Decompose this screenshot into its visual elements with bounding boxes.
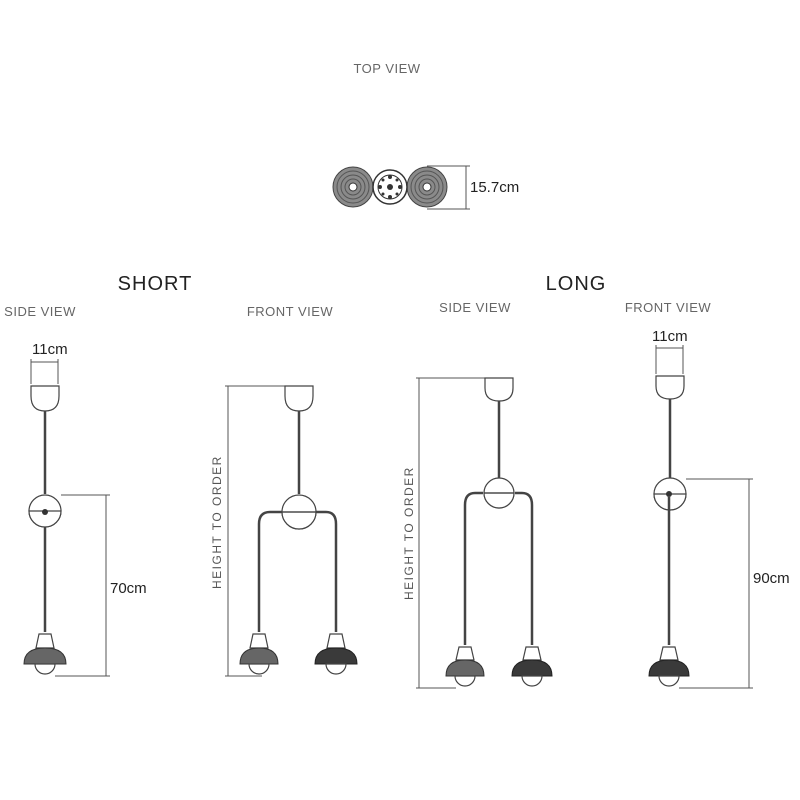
top-view-canopy — [372, 169, 408, 205]
short-side-view-drawing — [23, 359, 110, 677]
long-canopy-width-value: 11cm — [652, 328, 688, 345]
short-canopy-width-value: 11cm — [32, 341, 68, 358]
top-view-left-shade — [332, 166, 374, 208]
short-height-label: HEIGHT TO ORDER — [210, 455, 224, 589]
top-view-right-shade — [406, 166, 448, 208]
long-height-label: HEIGHT TO ORDER — [402, 466, 416, 600]
long-heading: LONG — [546, 273, 607, 295]
long-front-view-drawing — [648, 345, 753, 689]
short-drop-value: 70cm — [110, 580, 147, 597]
top-view-dimension — [427, 165, 470, 210]
long-drop-value: 90cm — [753, 570, 790, 587]
top-depth-value: 15.7cm — [470, 179, 519, 196]
long-front-view-label: FRONT VIEW — [625, 300, 712, 315]
short-front-view-label: FRONT VIEW — [247, 304, 334, 319]
top-view-drawing — [332, 165, 470, 210]
short-heading: SHORT — [118, 273, 193, 295]
top-view-label: TOP VIEW — [353, 61, 420, 76]
short-side-view-label: SIDE VIEW — [4, 304, 76, 319]
long-side-view-label: SIDE VIEW — [439, 300, 511, 315]
long-side-view-drawing — [416, 377, 553, 689]
short-front-view-drawing — [225, 385, 358, 677]
